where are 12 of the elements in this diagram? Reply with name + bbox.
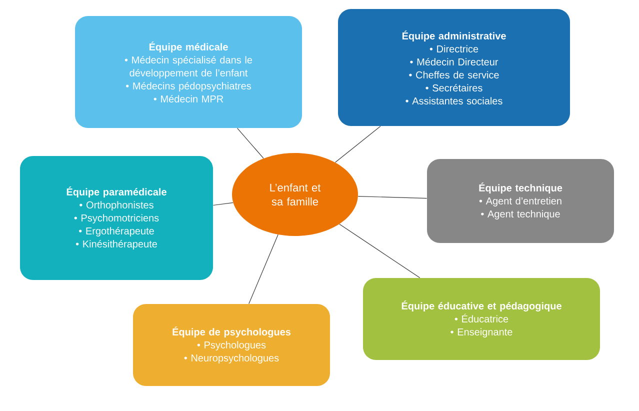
team-box: Équipe paramédicale • Orthophonistes • Psychomotriciens • Ergothérapeute • Kinésithérapeute: [20, 156, 213, 280]
connector-line: [339, 224, 420, 278]
connector-line: [236, 128, 264, 159]
team-box: Équipe technique • Agent d’entretien • Agent technique: [427, 159, 614, 243]
connector-line: [358, 196, 428, 199]
team-box: Équipe de psychologues • Psychologues • Neuropsychologues: [133, 304, 330, 386]
team-box: Équipe administrative • Directrice • Médecin Directeur • Cheffes de service • Secrétaires • Assistantes sociales: [338, 9, 570, 126]
connector-line: [212, 202, 234, 206]
team-box: Équipe éducative et pédagogique • Éducatrice • Enseignante: [363, 278, 600, 360]
team-box: Équipe médicale • Médecin spécialisé dans le développement de l’enfant • Médecins pédopsychiatres • Médecin MPR: [75, 16, 302, 128]
connector-line: [334, 126, 381, 163]
connector-line: [248, 234, 278, 304]
